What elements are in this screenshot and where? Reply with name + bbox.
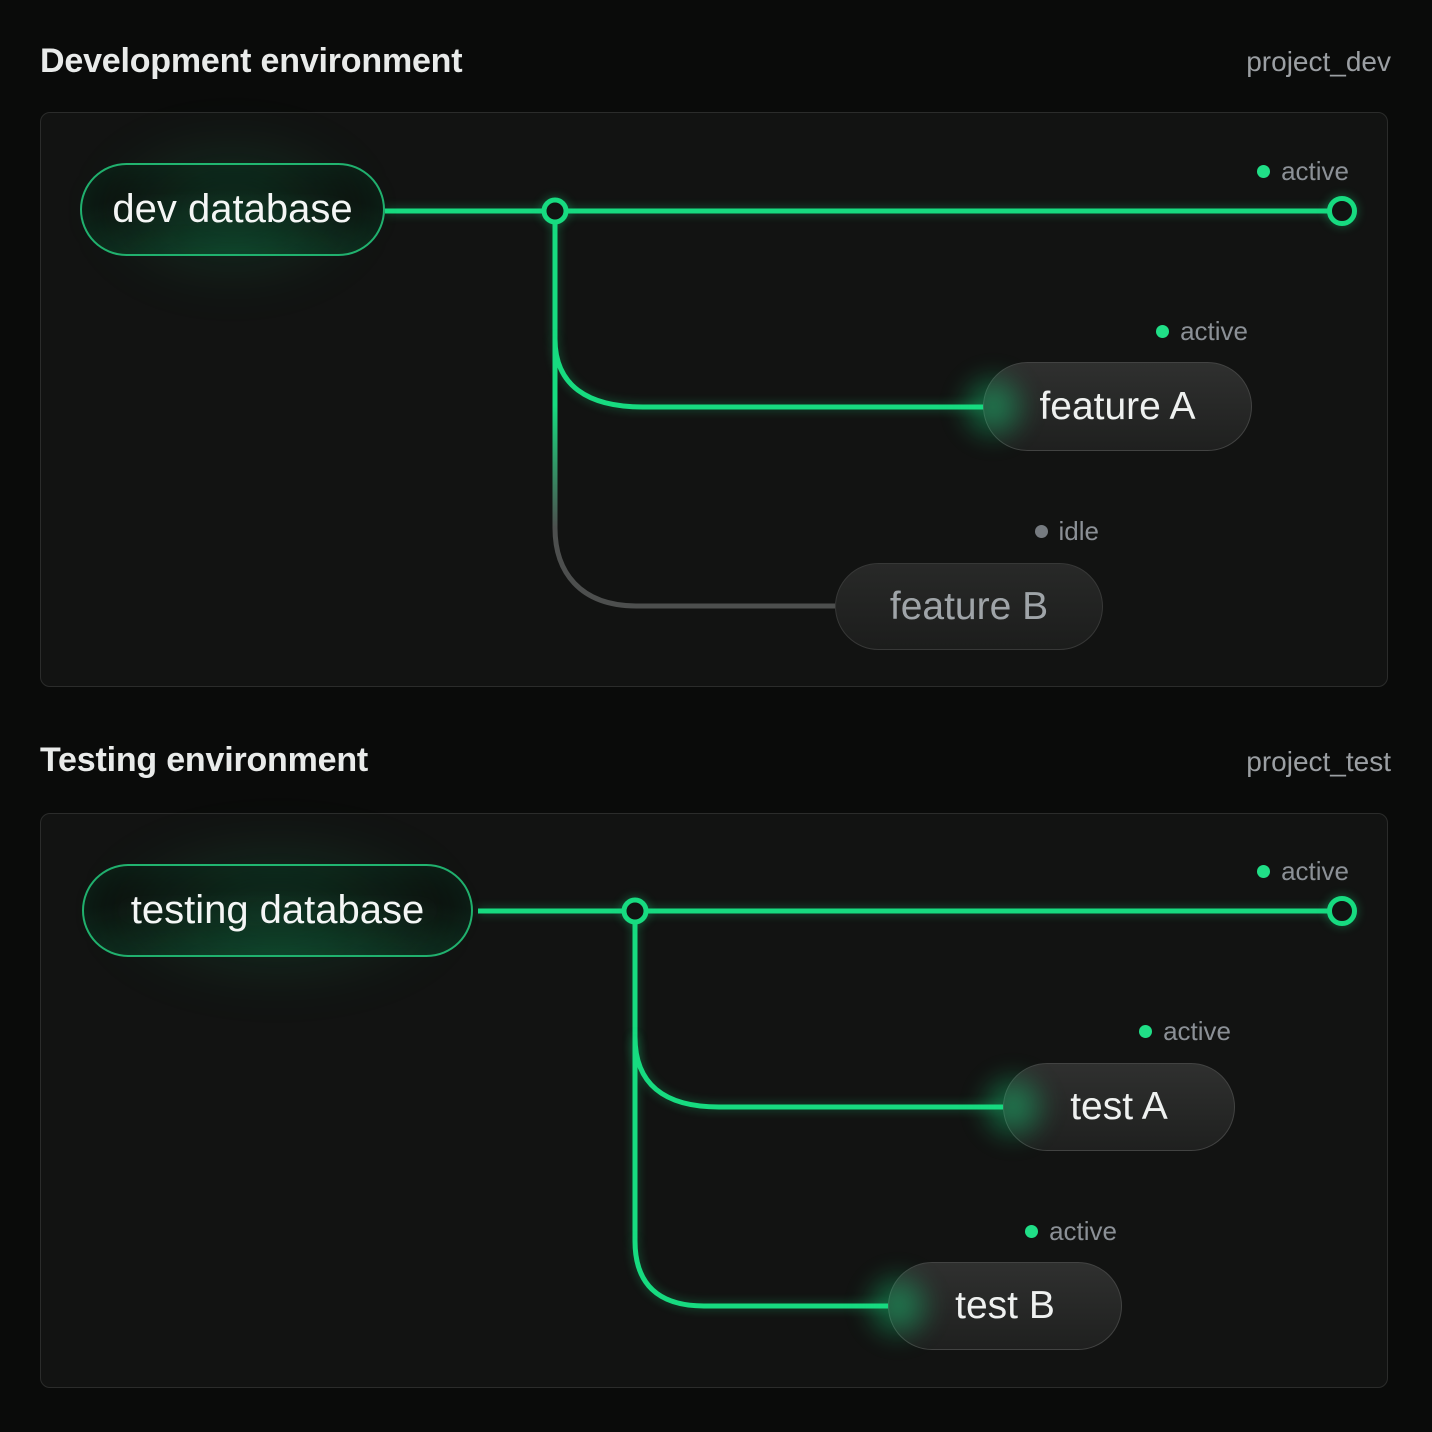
main-branch-end-node: [1327, 196, 1357, 226]
pill-dev-database-label: dev database: [112, 187, 353, 231]
status-label: active: [1049, 1216, 1117, 1246]
project-label-test: project_test: [1246, 746, 1391, 777]
section-title-development: Development environment: [40, 42, 463, 80]
status-test-b: active: [1025, 1216, 1117, 1247]
branch-line-feature-b: [552, 527, 835, 609]
status-feature-a: active: [1156, 316, 1248, 347]
branch-diagram-development: [385, 196, 1357, 609]
status-label: active: [1180, 316, 1248, 346]
main-branch-end-node: [1327, 896, 1357, 926]
branch-point-node: [621, 897, 649, 925]
branch-diagram-testing: [478, 896, 1357, 1309]
status-feature-b: idle: [1034, 516, 1099, 547]
status-dot-icon: [1139, 1025, 1153, 1038]
pill-feature-b[interactable]: feature B: [835, 563, 1103, 650]
status-main-test: active: [1257, 856, 1349, 887]
status-dot-icon: [1025, 1225, 1039, 1238]
status-dot-icon: [1034, 525, 1048, 538]
branch-point-node: [541, 197, 569, 225]
status-label: active: [1281, 856, 1349, 886]
branch-panel-development: dev database active active feature A idl…: [40, 112, 1388, 687]
status-main-dev: active: [1257, 156, 1349, 187]
branch-line-test-a: [632, 1036, 1003, 1110]
pill-feature-a[interactable]: feature A: [983, 362, 1252, 451]
status-label: active: [1163, 1016, 1231, 1046]
status-dot-icon: [1156, 325, 1170, 338]
pill-feature-a-label: feature A: [1039, 384, 1196, 428]
branch-line-test-b: [632, 1240, 888, 1309]
pill-feature-b-label: feature B: [889, 584, 1049, 628]
pill-test-b-label: test B: [955, 1284, 1055, 1327]
pill-testing-database[interactable]: testing database: [82, 864, 473, 957]
status-test-a: active: [1139, 1016, 1231, 1047]
pill-test-a-label: test A: [1070, 1085, 1168, 1128]
section-title-testing: Testing environment: [40, 741, 369, 779]
status-label: active: [1281, 156, 1349, 186]
status-dot-icon: [1257, 165, 1271, 178]
status-dot-icon: [1257, 865, 1271, 878]
pill-test-a[interactable]: test A: [1003, 1063, 1235, 1151]
project-label-dev: project_dev: [1246, 46, 1391, 77]
pill-testing-database-label: testing database: [130, 888, 425, 932]
branch-line-feature-a: [552, 338, 985, 410]
pill-dev-database[interactable]: dev database: [80, 163, 385, 256]
status-label: idle: [1058, 516, 1099, 546]
branch-panel-testing: testing database active active test A ac…: [40, 813, 1388, 1388]
pill-test-b[interactable]: test B: [888, 1262, 1122, 1350]
